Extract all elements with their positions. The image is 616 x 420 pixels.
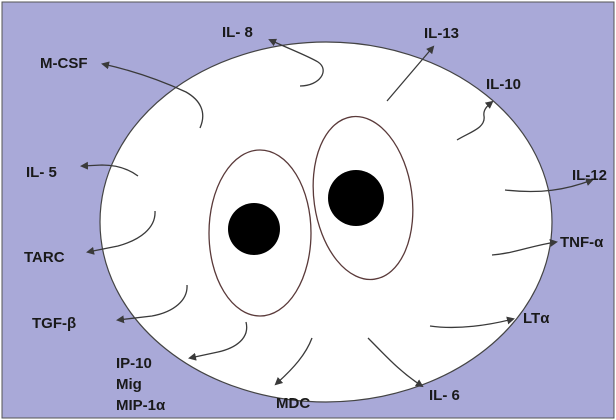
label-il10: IL-10 (486, 76, 521, 93)
label-mig: Mig (116, 376, 142, 393)
label-tarc: TARC (24, 249, 65, 266)
label-mip1a: MIP-1α (116, 397, 166, 414)
nucleolus-left (228, 203, 280, 255)
label-il13: IL-13 (424, 25, 459, 42)
nucleolus-right (328, 170, 384, 226)
label-tnfa: TNF-α (560, 234, 604, 251)
label-il12: IL-12 (572, 167, 607, 184)
label-tgfb: TGF-β (32, 315, 76, 332)
label-ip10: IP-10 (116, 355, 152, 372)
label-lta: LTα (523, 310, 550, 327)
label-mcsf: M-CSF (40, 55, 88, 72)
label-mdc: MDC (276, 395, 310, 412)
label-il6: IL- 6 (429, 387, 460, 404)
label-il8: IL- 8 (222, 24, 253, 41)
cell-body (100, 42, 552, 402)
label-il5: IL- 5 (26, 164, 57, 181)
